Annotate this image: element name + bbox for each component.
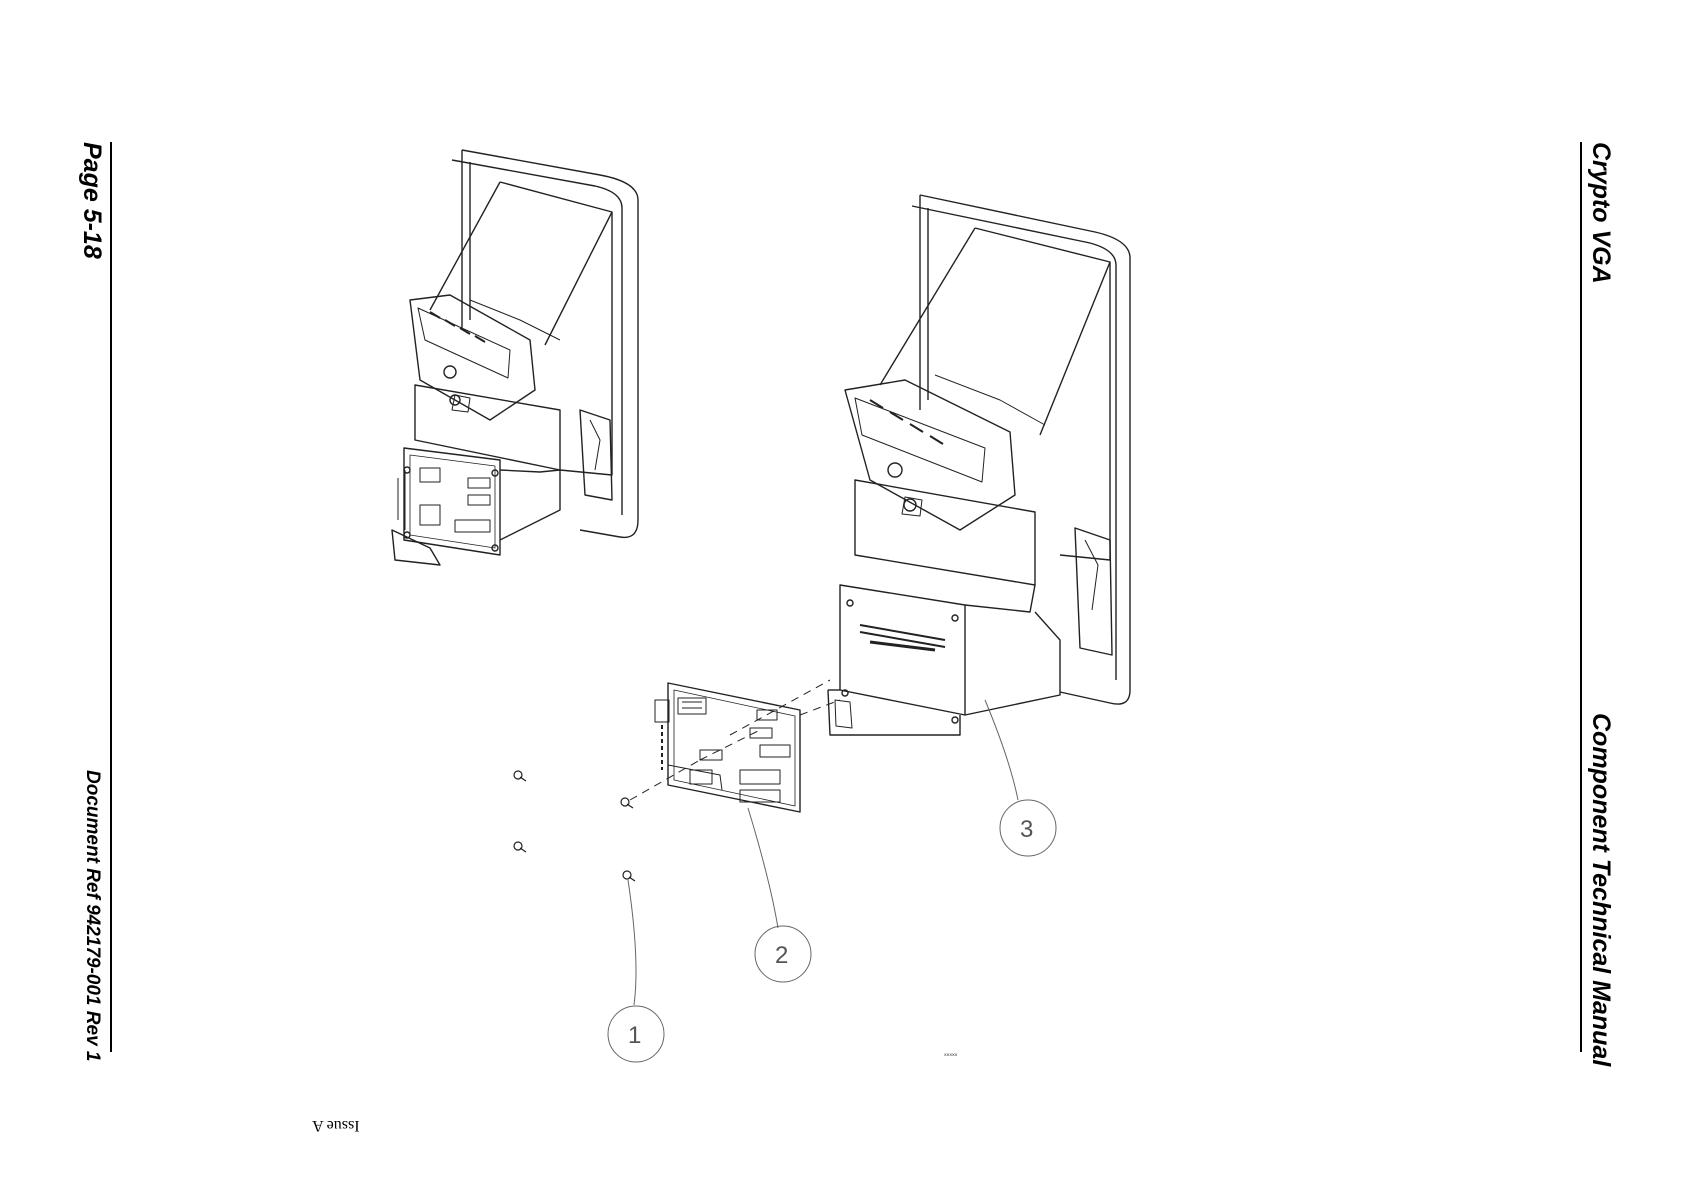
svg-text:2: 2 (775, 942, 788, 969)
callout-3: 3 (985, 700, 1056, 856)
assembled-unit (392, 150, 638, 565)
pcb-board (655, 683, 800, 812)
screws (514, 771, 635, 881)
callout-1: 1 (608, 880, 664, 1062)
callout-2: 2 (748, 808, 811, 982)
svg-text:1: 1 (628, 1022, 641, 1049)
unit-without-pcb (828, 195, 1130, 735)
drawing-code: XXXXX (944, 1052, 958, 1057)
svg-text:3: 3 (1020, 816, 1033, 843)
